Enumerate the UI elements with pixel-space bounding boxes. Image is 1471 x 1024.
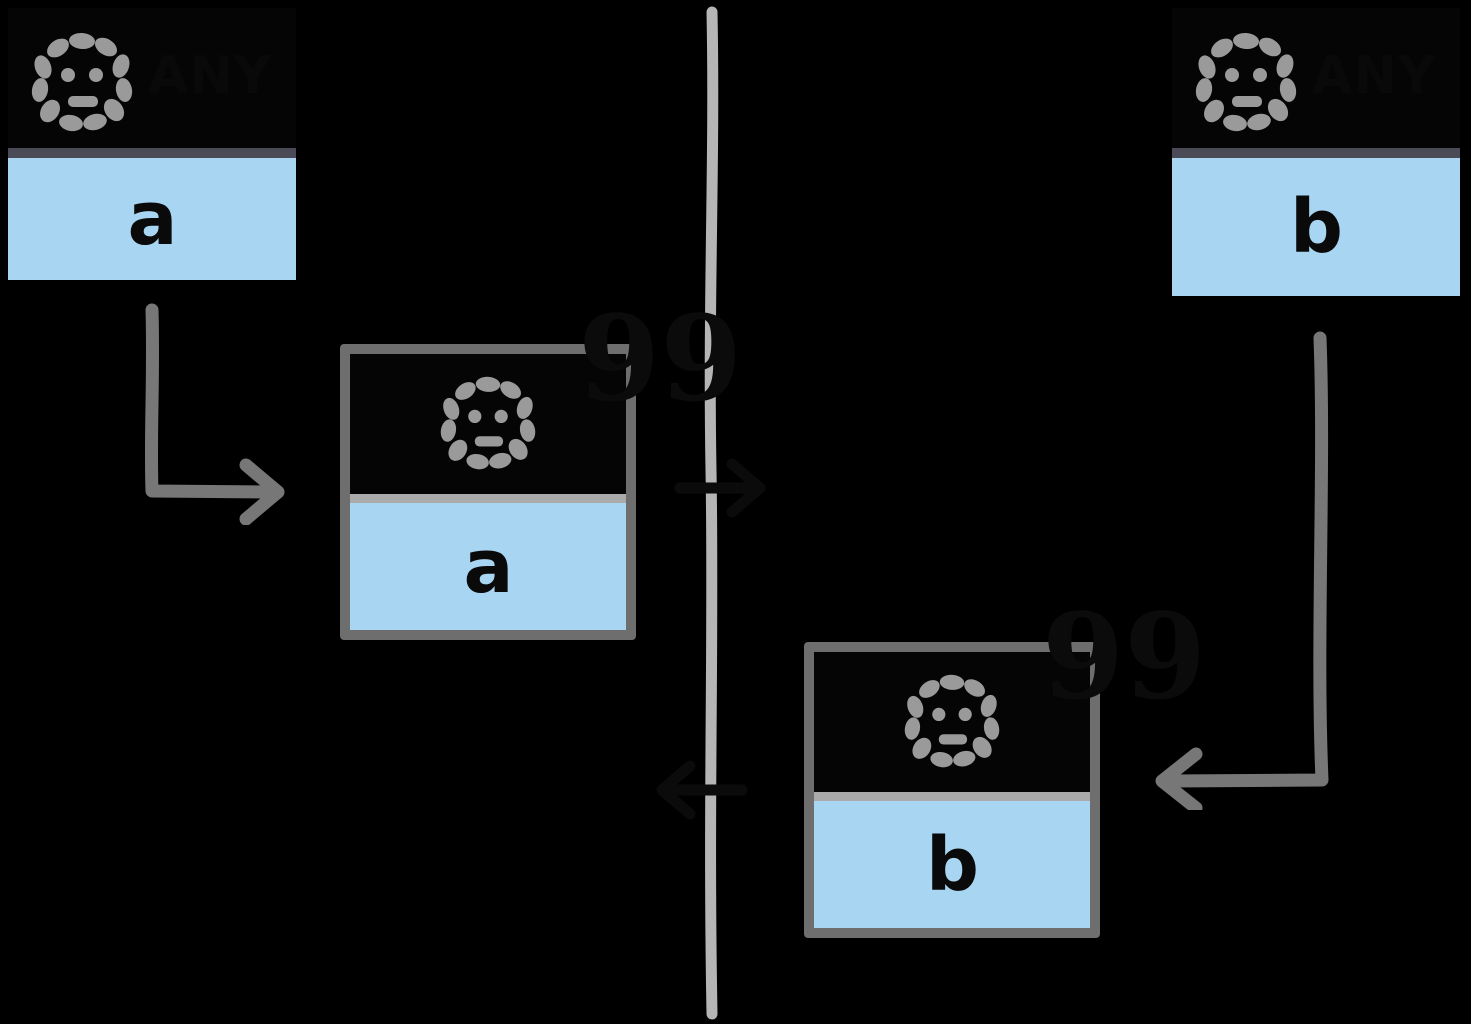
node-concrete-a-rule xyxy=(350,494,626,503)
node-any-b[interactable]: ANY b xyxy=(1172,8,1460,296)
dashed-face-icon xyxy=(31,32,133,132)
node-any-a-label: a xyxy=(127,176,178,262)
dashed-face-icon xyxy=(1195,32,1297,132)
node-concrete-b-body: b xyxy=(814,801,1090,928)
node-any-a-rule xyxy=(8,148,296,158)
node-concrete-b-label: b xyxy=(926,821,979,908)
node-concrete-a-quote-glyph: 99 xyxy=(578,289,743,428)
node-concrete-b-rule xyxy=(814,792,1090,801)
node-concrete-b-quote-glyph: 99 xyxy=(1042,587,1207,726)
node-concrete-a-label: a xyxy=(463,523,514,610)
node-concrete-a-header xyxy=(350,354,626,494)
node-any-b-tag: ANY xyxy=(1312,46,1437,106)
dashed-face-icon xyxy=(440,376,536,470)
node-concrete-a[interactable]: a xyxy=(340,344,636,640)
node-concrete-a-body: a xyxy=(350,503,626,630)
node-any-a-header: ANY xyxy=(8,8,296,148)
connector-left-elbow-arrow xyxy=(144,303,285,525)
node-any-b-rule xyxy=(1172,148,1460,158)
node-concrete-b[interactable]: b xyxy=(804,642,1100,938)
connector-right-elbow-arrow xyxy=(1155,331,1329,810)
node-any-b-header: ANY xyxy=(1172,8,1460,148)
node-concrete-b-header xyxy=(814,652,1090,792)
node-any-b-body: b xyxy=(1172,158,1460,296)
node-any-b-label: b xyxy=(1290,184,1343,270)
node-any-a-body: a xyxy=(8,158,296,280)
node-any-a-tag: ANY xyxy=(148,46,273,106)
center-divider xyxy=(704,6,719,1020)
node-any-a[interactable]: ANY a xyxy=(8,8,296,280)
dashed-face-icon xyxy=(904,674,1000,768)
